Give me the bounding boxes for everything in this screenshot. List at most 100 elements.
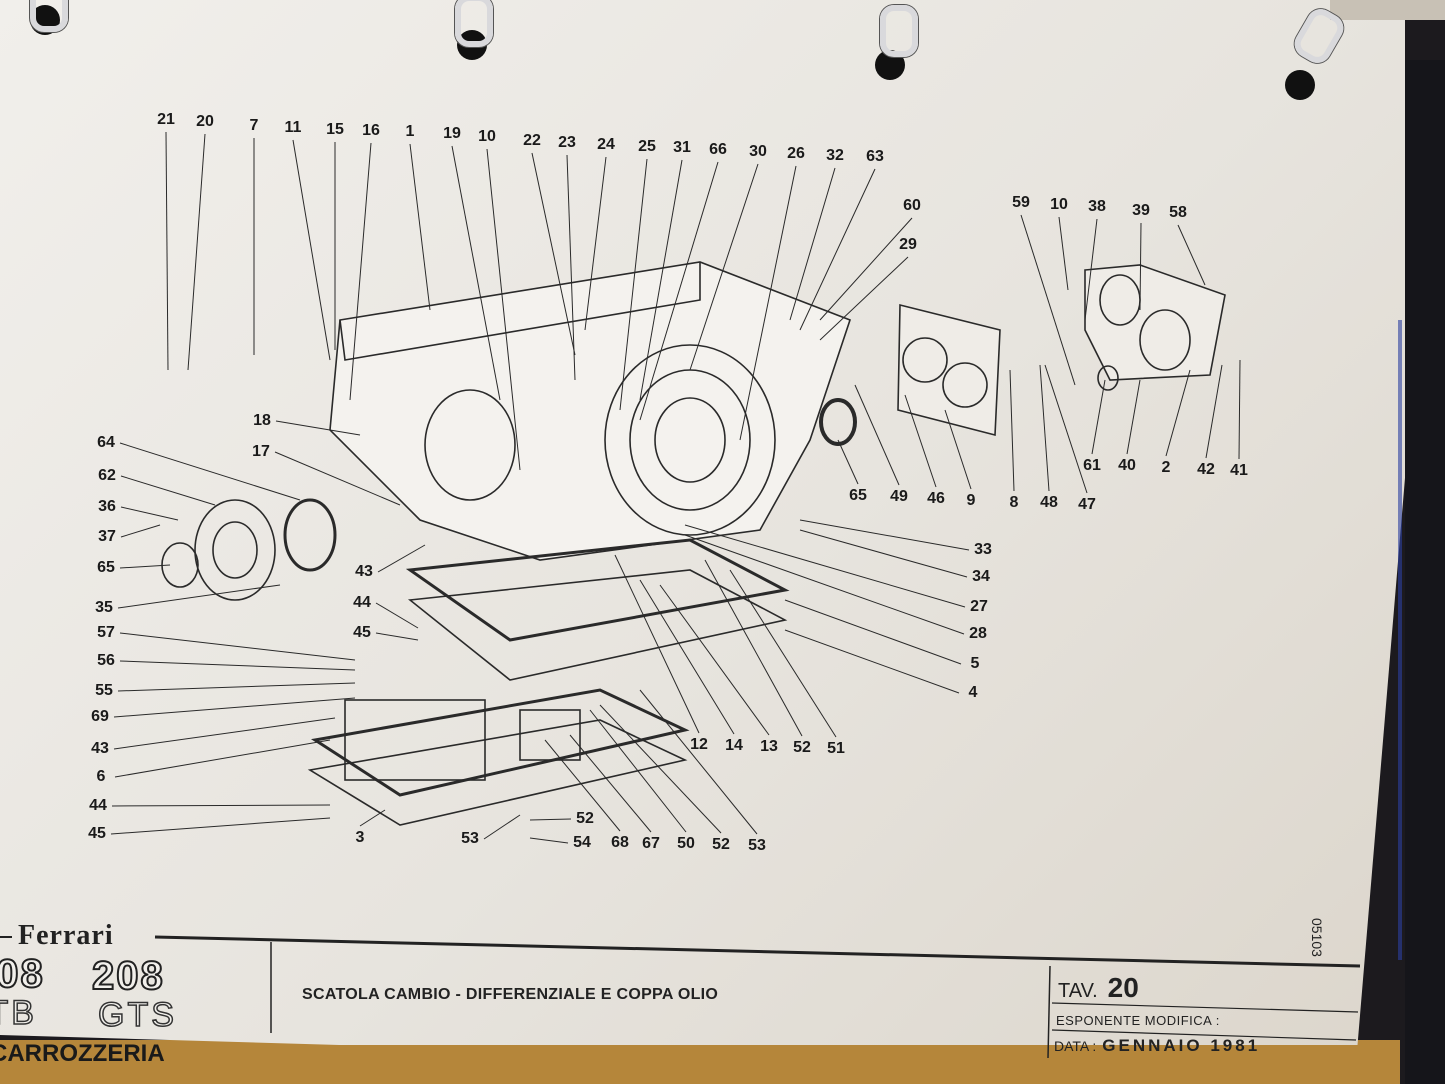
leader-line xyxy=(113,717,336,750)
leader-line xyxy=(799,519,970,551)
leader-line xyxy=(119,660,356,671)
leader-line xyxy=(589,709,687,833)
callout-label: 22 xyxy=(523,132,541,149)
binder-ring xyxy=(455,0,493,47)
leader-line xyxy=(1205,364,1223,459)
revision-label: ESPONENTE MODIFICA : xyxy=(1056,1013,1220,1028)
callout-label: 33 xyxy=(974,541,992,558)
trim-gts: GTS xyxy=(97,995,177,1035)
leader-line xyxy=(639,161,719,421)
leader-line xyxy=(120,475,216,506)
leader-line xyxy=(114,739,331,778)
callout-label: 9 xyxy=(966,492,976,509)
leader-line xyxy=(349,142,372,401)
callout-label: 30 xyxy=(749,143,767,160)
callout-label: 40 xyxy=(1118,457,1136,474)
leader-line xyxy=(1091,379,1106,455)
leader-line xyxy=(1009,369,1015,492)
leader-line xyxy=(784,629,960,694)
leader-line xyxy=(119,442,301,501)
leader-line xyxy=(359,809,386,827)
callout-label: 11 xyxy=(284,119,302,136)
leader-line xyxy=(799,168,876,331)
leader-line xyxy=(619,158,648,411)
binder-ring xyxy=(30,0,68,32)
callout-label: 54 xyxy=(573,834,591,851)
callout-label: 53 xyxy=(748,837,766,854)
leader-line xyxy=(111,804,331,807)
leader-line xyxy=(409,143,431,311)
tav-label: TAV. xyxy=(1058,980,1098,1002)
callout-label: 52 xyxy=(712,836,730,853)
leader-line xyxy=(119,564,171,569)
callout-label: 16 xyxy=(362,122,380,139)
leader-line xyxy=(904,394,937,488)
leader-line xyxy=(1039,364,1050,492)
callout-label: 51 xyxy=(827,740,845,757)
callout-label: 68 xyxy=(611,834,629,851)
callout-label: 65 xyxy=(849,487,867,504)
drawing-code: 05103 xyxy=(1309,918,1325,957)
leader-line xyxy=(729,569,837,738)
callout-label: 43 xyxy=(91,740,109,757)
leader-line xyxy=(689,163,759,371)
leader-line xyxy=(119,632,356,661)
divider xyxy=(0,936,12,938)
callout-label: 58 xyxy=(1169,204,1187,221)
callout-label: 37 xyxy=(98,528,116,545)
callout-label: 5 xyxy=(970,655,980,672)
trim-gtb: GTB xyxy=(0,993,37,1033)
leader-line xyxy=(789,167,836,321)
leader-line xyxy=(1139,222,1142,311)
callout-label: 44 xyxy=(89,797,107,814)
callout-label: 28 xyxy=(969,625,987,642)
leader-line xyxy=(854,384,900,486)
leader-line xyxy=(584,156,607,331)
callout-label: 13 xyxy=(760,738,778,755)
callout-label: 23 xyxy=(558,134,576,151)
callout-label: 59 xyxy=(1012,194,1030,211)
date-field: DATA :GENNAIO 1981 xyxy=(1054,1036,1260,1056)
callout-label: 49 xyxy=(890,488,908,505)
callout-label: 10 xyxy=(478,128,496,145)
leader-line xyxy=(451,145,501,401)
callout-label: 52 xyxy=(793,739,811,756)
leader-line xyxy=(1177,224,1206,286)
callout-label: 3 xyxy=(355,829,365,846)
callout-label: 45 xyxy=(353,624,371,641)
callout-label: 41 xyxy=(1230,462,1248,479)
side-cover xyxy=(1084,264,1226,391)
leader-line xyxy=(375,602,419,629)
callout-label: 34 xyxy=(972,568,990,585)
callout-label: 60 xyxy=(903,197,921,214)
callout-label: 66 xyxy=(709,141,727,158)
leader-line xyxy=(659,584,770,736)
callout-label: 67 xyxy=(642,835,660,852)
model-208: 208 xyxy=(91,953,165,999)
leader-line xyxy=(275,420,361,436)
leader-line xyxy=(1126,379,1141,455)
callout-label: 47 xyxy=(1078,496,1096,513)
leader-line xyxy=(120,524,161,538)
callout-label: 1 xyxy=(405,123,415,140)
callout-label: 43 xyxy=(355,563,373,580)
leader-line xyxy=(274,451,401,506)
callout-label: 38 xyxy=(1088,198,1106,215)
binder-hole xyxy=(1285,70,1315,100)
oil-pan-gasket xyxy=(405,538,790,681)
callout-label: 14 xyxy=(725,737,743,754)
callout-label: 10 xyxy=(1050,196,1068,213)
differential-cover xyxy=(161,498,337,601)
callout-label: 32 xyxy=(826,147,844,164)
leader-line xyxy=(639,159,683,401)
callout-label: 26 xyxy=(787,145,805,162)
date-label: DATA : xyxy=(1054,1038,1097,1054)
leader-line xyxy=(684,524,966,608)
callout-label: 65 xyxy=(97,559,115,576)
leader-line xyxy=(113,697,356,718)
leader-line xyxy=(819,256,909,341)
leader-line xyxy=(614,554,700,734)
leader-line xyxy=(569,734,652,833)
leader-line xyxy=(120,506,179,521)
